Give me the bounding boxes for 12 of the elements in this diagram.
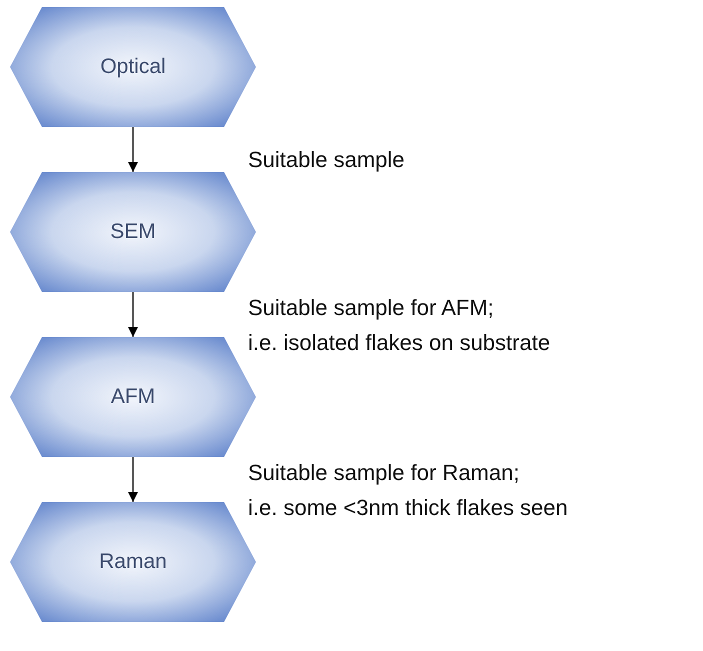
arrow <box>128 457 138 502</box>
process-hexagon <box>10 7 256 127</box>
note-text: Suitable sample <box>248 146 405 174</box>
node-label: AFM <box>110 385 156 409</box>
process-hexagon <box>10 172 256 292</box>
arrow <box>128 292 138 337</box>
node-label: Raman <box>99 550 167 574</box>
node-label: SEM <box>110 220 156 244</box>
arrow <box>128 127 138 172</box>
note-text: Suitable sample for Raman; i.e. some <3nm thick flakes seen <box>248 459 568 522</box>
note-text: Suitable sample for AFM; i.e. isolated flakes on substrate <box>248 294 550 357</box>
node-label: Optical <box>100 55 166 79</box>
